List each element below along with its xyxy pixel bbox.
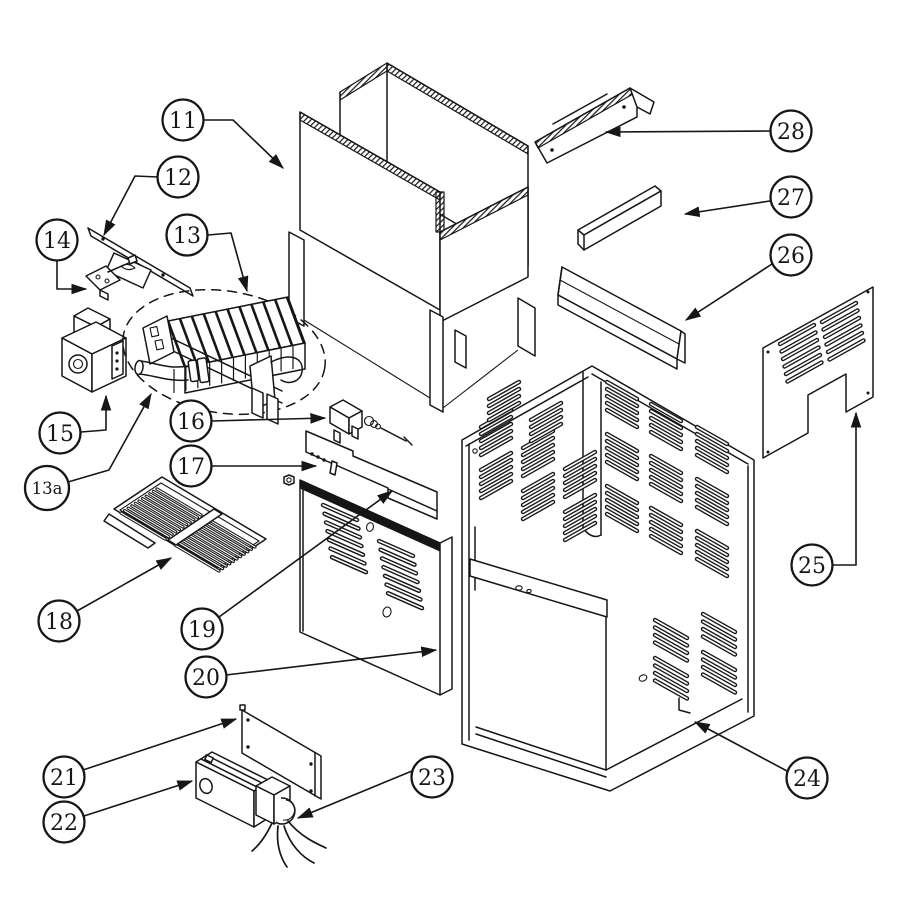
callout-12-label: 12	[164, 166, 192, 191]
callout-13a: 13a	[23, 464, 71, 512]
callout-25-label: 25	[798, 554, 826, 579]
callout-21-label: 21	[50, 766, 78, 791]
callout-15-label: 15	[46, 422, 74, 447]
part-17-clip-slot	[329, 460, 338, 476]
leader-24	[693, 721, 788, 772]
callout-23-label: 23	[418, 766, 446, 791]
part-13-heat-exchanger	[134, 297, 305, 424]
callout-28: 28	[769, 109, 813, 153]
part-23-transformer	[251, 776, 327, 868]
callout-15: 15	[38, 411, 82, 455]
callout-14-label: 14	[43, 229, 71, 254]
part-13a-burner-assembly-outline	[122, 288, 326, 416]
leader-lines	[56, 119, 862, 819]
leader-16	[211, 413, 327, 424]
part-26-channel-bracket	[557, 266, 686, 370]
wire-4	[287, 820, 327, 849]
part-15-gas-valve	[61, 307, 127, 393]
callout-23: 23	[410, 755, 454, 799]
callout-13: 13	[165, 213, 209, 257]
callout-22-label: 22	[50, 811, 78, 836]
leader-15	[80, 394, 112, 433]
leader-20	[225, 646, 438, 676]
part-28-mounting-bracket	[534, 87, 655, 164]
callout-21: 21	[42, 755, 86, 799]
part-20-louvered-door	[300, 480, 452, 696]
part-21-mounting-plate	[239, 704, 322, 800]
leader-28	[604, 126, 771, 138]
leader-13a	[67, 392, 152, 483]
wire-1	[251, 822, 273, 852]
wire-2	[276, 825, 288, 868]
callout-12: 12	[156, 155, 200, 199]
callout-13-label: 13	[173, 224, 201, 249]
callout-13a-label: 13a	[32, 479, 63, 498]
leader-18	[76, 557, 173, 612]
callout-11: 11	[161, 98, 205, 142]
callout-14: 14	[35, 218, 79, 262]
part-16-thermostat	[329, 399, 413, 446]
callout-18: 18	[37, 599, 81, 643]
callout-16: 16	[169, 399, 213, 443]
callout-16-label: 16	[177, 410, 205, 435]
callout-27-label: 27	[777, 186, 805, 211]
leader-22	[83, 780, 194, 817]
callout-25: 25	[790, 543, 834, 587]
leader-11	[204, 119, 284, 169]
leader-26	[684, 263, 773, 321]
callout-20-label: 20	[192, 666, 220, 691]
part-24-cabinet-body	[462, 366, 754, 792]
part-19-control-panel-strip	[283, 430, 438, 520]
leader-27	[683, 200, 771, 218]
callout-24: 24	[785, 756, 829, 800]
callout-27: 27	[769, 175, 813, 219]
leader-25	[833, 411, 862, 566]
part-17-grommet	[283, 474, 295, 486]
leader-12	[103, 175, 159, 237]
callout-28-label: 28	[777, 120, 805, 145]
callout-22: 22	[42, 800, 86, 844]
callout-19: 19	[180, 607, 224, 651]
leader-13	[207, 232, 249, 293]
part-12-bracket-strip	[87, 227, 194, 297]
part-18-louvered-grille	[104, 477, 266, 571]
leader-14	[56, 261, 88, 295]
cabinet-screw-mark	[678, 697, 691, 714]
part-14-bracket	[85, 254, 138, 301]
part-11-firebox-housing	[288, 62, 536, 413]
leader-21	[82, 718, 238, 771]
callout-24-label: 24	[793, 767, 821, 792]
callout-17-label: 17	[177, 455, 205, 480]
callout-11-label: 11	[169, 109, 197, 134]
wire-3	[283, 825, 315, 864]
leader-19	[218, 490, 394, 618]
callout-18-label: 18	[45, 610, 73, 635]
callout-balloons: 11 12 13 13a 14 15 16 17	[23, 98, 834, 844]
callout-17: 17	[169, 444, 213, 488]
part-27-angle-panel	[577, 185, 662, 251]
part-25-louvered-panel	[763, 287, 873, 459]
callout-19-label: 19	[188, 618, 216, 643]
callout-20: 20	[184, 655, 228, 699]
callout-26: 26	[769, 233, 813, 277]
leader-23	[296, 770, 413, 819]
callout-26-label: 26	[777, 244, 805, 269]
